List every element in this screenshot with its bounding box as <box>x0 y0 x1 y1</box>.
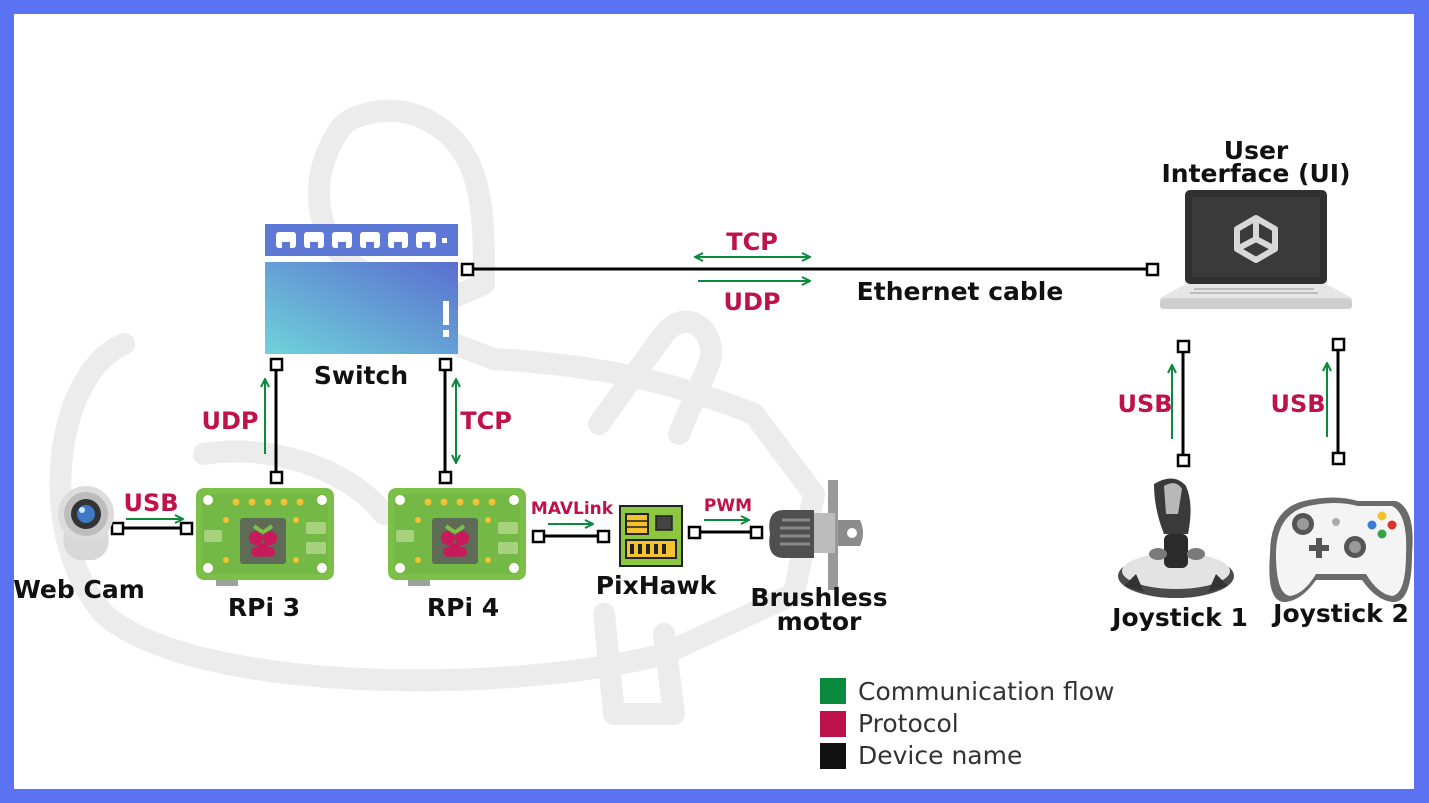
legend-swatch-device <box>820 743 846 769</box>
gamepad-controller-icon <box>1269 497 1413 603</box>
usb-label: USB <box>1270 390 1325 418</box>
ui-title-line1: User <box>1224 136 1289 165</box>
submarine-outline-watermark <box>49 99 825 725</box>
connector-node <box>179 521 194 536</box>
connector-node <box>438 470 453 485</box>
diagram-frame: User Interface (UI) Switch Ethernet cabl… <box>14 14 1414 789</box>
ui-title-line2: Interface (UI) <box>1161 159 1350 188</box>
rpi4-label: RPi 4 <box>427 593 499 622</box>
connector-node <box>460 262 475 277</box>
architecture-diagram: User Interface (UI) Switch Ethernet cabl… <box>14 99 1413 770</box>
motor-label-line1: Brushless <box>750 583 887 612</box>
ethernet-cable-label: Ethernet cable <box>857 277 1064 306</box>
tcp-label: TCP <box>726 228 778 256</box>
flight-joystick-icon <box>1118 478 1234 598</box>
flight-controller-chip-icon <box>619 505 683 567</box>
connector-node <box>269 470 284 485</box>
connector-node <box>531 529 546 544</box>
joystick2-label: Joystick 2 <box>1271 599 1409 628</box>
connector-node <box>269 357 284 372</box>
udp-label: UDP <box>202 407 259 435</box>
legend-swatch-protocol <box>820 711 846 737</box>
connector-node <box>687 525 702 540</box>
webcam-icon <box>58 486 114 560</box>
connector-node <box>438 357 453 372</box>
joystick1-label: Joystick 1 <box>1110 603 1248 632</box>
legend-swatch-communication <box>820 678 846 704</box>
connector-node <box>1331 337 1346 352</box>
motor-label-line2: motor <box>777 607 862 636</box>
connector-node <box>596 529 611 544</box>
connector-node <box>1331 451 1346 466</box>
mavlink-label: MAVLink <box>531 499 614 519</box>
network-switch-icon <box>265 224 458 354</box>
raspberry-pi-board-icon <box>388 488 526 586</box>
legend-label-protocol: Protocol <box>858 709 959 738</box>
connector-node <box>1176 339 1191 354</box>
legend-label-communication: Communication flow <box>858 677 1114 706</box>
switch-label: Switch <box>314 361 408 390</box>
connector-node <box>1176 453 1191 468</box>
connector-node <box>1145 262 1160 277</box>
usb-label: USB <box>123 489 178 517</box>
connector-node <box>749 525 764 540</box>
udp-label: UDP <box>724 288 781 316</box>
usb-label: USB <box>1117 390 1172 418</box>
tcp-label: TCP <box>460 407 512 435</box>
legend-label-device: Device name <box>858 741 1022 770</box>
rpi3-label: RPi 3 <box>228 593 300 622</box>
raspberry-pi-board-icon <box>196 488 334 586</box>
laptop-unity-icon <box>1160 190 1352 309</box>
brushless-motor-icon <box>769 480 863 590</box>
pixhawk-label: PixHawk <box>596 571 718 600</box>
connector-node <box>110 521 125 536</box>
legend: Communication flow Protocol Device name <box>820 677 1114 770</box>
pwm-label: PWM <box>704 496 752 516</box>
webcam-label: Web Cam <box>14 575 145 604</box>
